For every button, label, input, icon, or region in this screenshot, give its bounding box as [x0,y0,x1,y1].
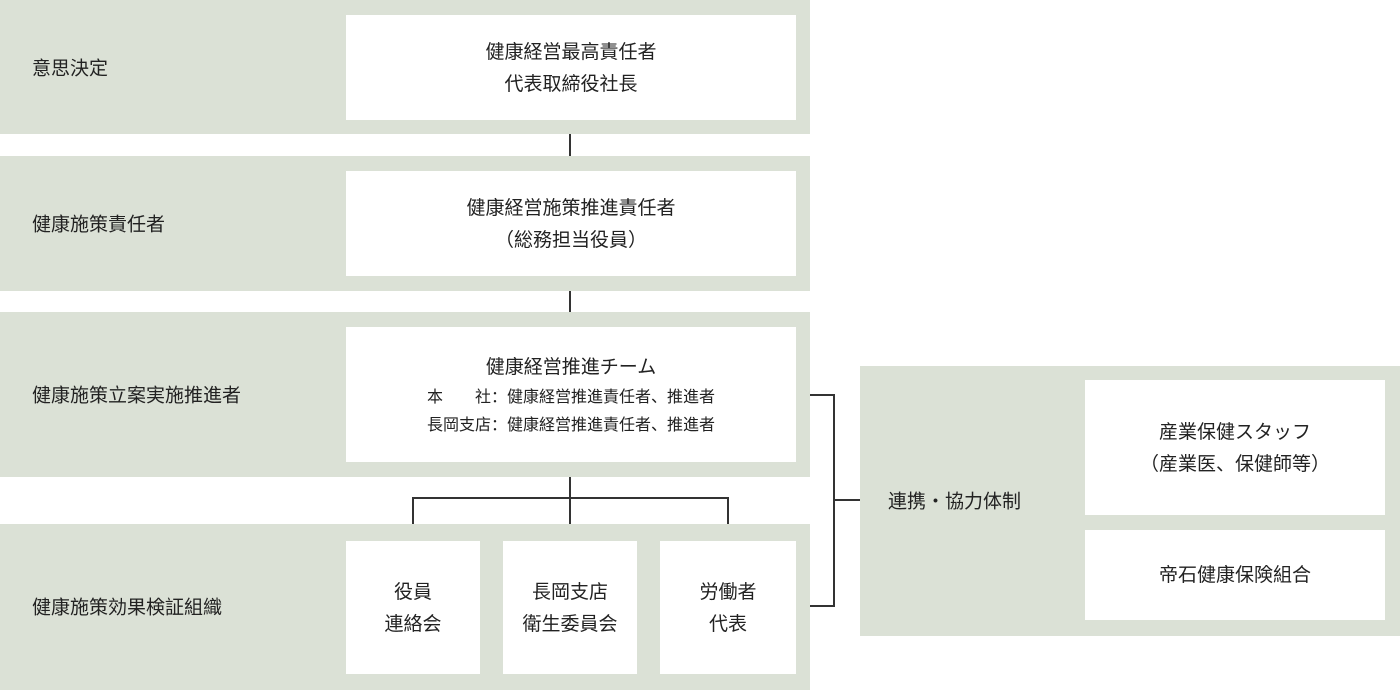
box-line: 連絡会 [384,612,442,635]
box-line: 代表 [708,612,747,635]
box-line: 健康経営最高責任者 [485,40,657,63]
officers-meeting-box: 役員 連絡会 [346,541,480,674]
connector [412,497,414,524]
health-insurance-box: 帝石健康保険組合 [1085,530,1385,620]
box-line: 役員 [393,580,432,603]
bracket [810,394,835,396]
connector [727,497,729,524]
box-line: 本 社：健康経営推進責任者、推進者 [426,386,715,406]
box-line: 長岡支店：健康経営推進責任者、推進者 [426,414,715,434]
box-line: 代表取締役社長 [504,72,638,95]
connector [569,134,571,156]
box-line: （産業医、保健師等） [1139,452,1330,475]
box-title: 健康経営推進チーム [485,355,657,378]
box-line: （総務担当役員） [494,228,647,251]
box-line: 衛生委員会 [522,612,618,635]
row-label: 意思決定 [32,57,109,80]
bracket [810,605,835,607]
row-label: 健康施策責任者 [32,213,166,236]
box-line: 産業保健スタッフ [1158,420,1311,443]
box-line: 長岡支店 [531,580,608,603]
box-line: 健康経営施策推進責任者 [466,196,676,219]
box-line: 帝石健康保険組合 [1158,564,1311,586]
connector [569,477,571,524]
connector [569,291,571,312]
connector [412,497,729,499]
bracket [833,499,860,501]
row-label: 健康施策効果検証組織 [32,596,223,619]
occupational-health-box: 産業保健スタッフ （産業医、保健師等） [1085,380,1385,515]
right-label: 連携・協力体制 [888,490,1022,513]
ceo-box: 健康経営最高責任者 代表取締役社長 [346,15,796,120]
promotion-team-box: 健康経営推進チーム 本 社：健康経営推進責任者、推進者 長岡支店：健康経営推進責… [346,327,796,462]
box-line: 労働者 [699,580,757,603]
health-committee-box: 長岡支店 衛生委員会 [503,541,637,674]
worker-rep-box: 労働者 代表 [660,541,796,674]
policy-owner-box: 健康経営施策推進責任者 （総務担当役員） [346,171,796,276]
row-label: 健康施策立案実施推進者 [32,384,242,407]
